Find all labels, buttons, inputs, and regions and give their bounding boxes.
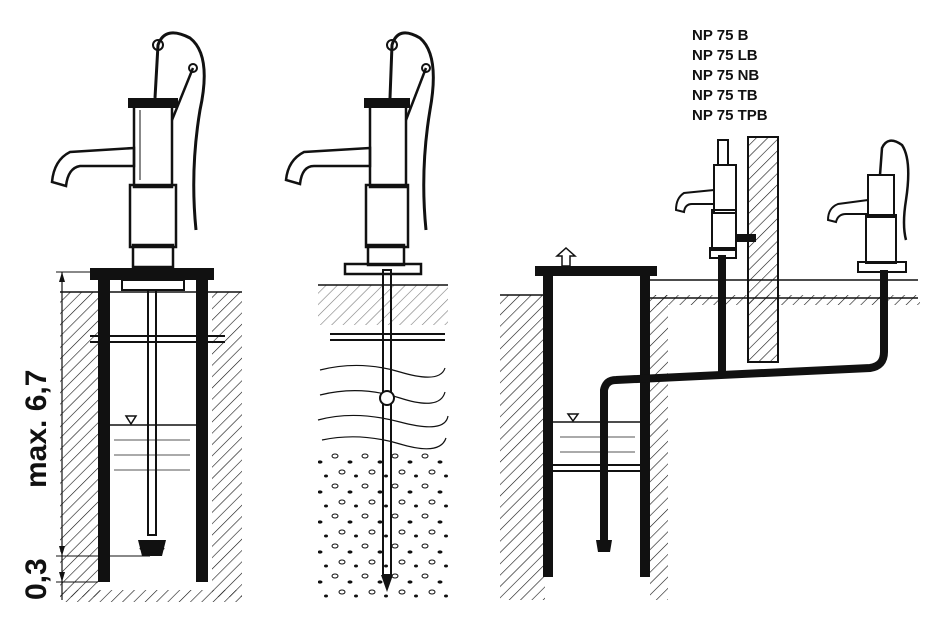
- water-level: [110, 415, 196, 471]
- hand-pump-icon: [674, 139, 756, 259]
- model-label: NP 75 TPB: [692, 107, 768, 124]
- installation-remote-well: NP 75 B NP 75 LB NP 75 NB NP 75 TB NP 75…: [500, 27, 920, 600]
- model-label: NP 75 NB: [692, 67, 759, 84]
- hand-pump-icon: [284, 31, 435, 276]
- bottom-clearance-label: 0,3: [20, 558, 53, 600]
- model-label: NP 75 B: [692, 27, 749, 44]
- hand-pump-icon: [826, 139, 910, 273]
- model-label: NP 75 TB: [692, 87, 758, 104]
- installation-open-well: max. 6,7 0,3: [20, 31, 242, 602]
- water-level-triangle-icon: [566, 413, 580, 423]
- depth-dimension: max. 6,7 0,3: [20, 271, 150, 600]
- max-depth-label: max. 6,7: [20, 370, 53, 488]
- water-level-triangle-icon: [124, 415, 138, 426]
- foot-valve-icon: [138, 540, 166, 556]
- model-list: NP 75 B NP 75 LB NP 75 NB NP 75 TB NP 75…: [692, 27, 768, 124]
- foot-valve-icon: [596, 540, 612, 552]
- hand-pump-icon: [50, 31, 206, 269]
- model-label: NP 75 LB: [692, 47, 758, 64]
- installation-driven-point: [284, 31, 449, 600]
